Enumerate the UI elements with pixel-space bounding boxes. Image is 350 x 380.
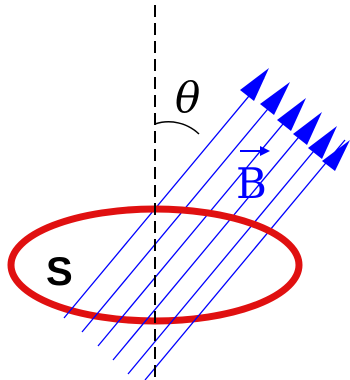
field-line-6	[144, 139, 346, 380]
vector-arrow-icon	[240, 146, 270, 156]
field-line-1	[63, 77, 265, 319]
arrowhead-6	[322, 140, 350, 171]
angle-arc	[154, 121, 200, 135]
field-label: B	[236, 159, 267, 208]
angle-label: θ	[175, 73, 200, 122]
arrowhead-3	[277, 98, 306, 131]
field-line-5	[127, 133, 329, 375]
field-line-3	[97, 105, 299, 347]
field-arrowheads	[240, 68, 350, 171]
arrowhead-5	[308, 126, 337, 159]
area-label: S	[46, 250, 73, 294]
arrowhead-2	[260, 82, 290, 115]
arrowhead-1	[240, 68, 269, 101]
field-line-4	[112, 119, 314, 361]
field-lines	[63, 77, 346, 380]
arrowhead-4	[293, 112, 322, 145]
